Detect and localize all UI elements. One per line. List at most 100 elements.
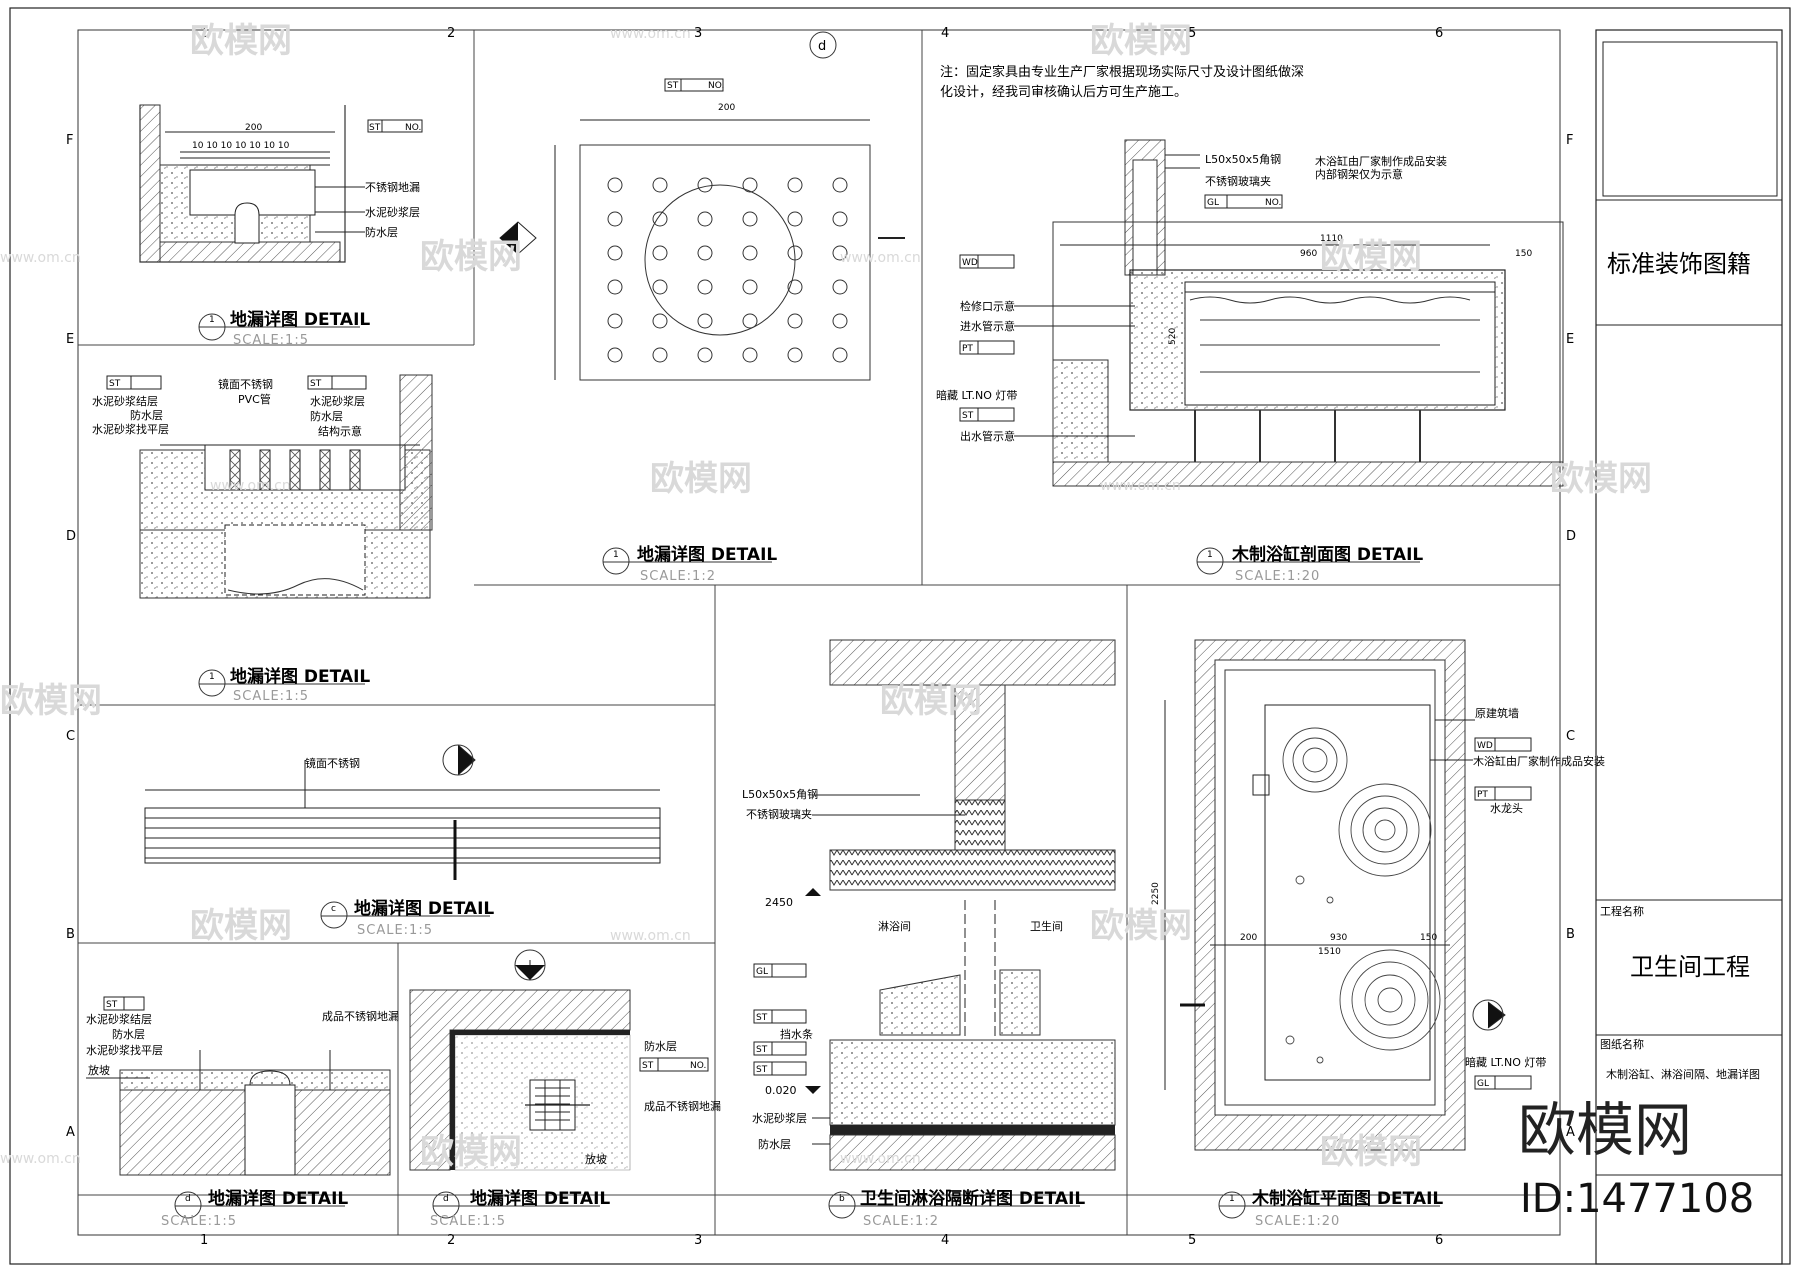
d5-scale: SCALE:1:5 — [357, 923, 433, 938]
drain-hole — [607, 313, 623, 329]
detail-5-title: c 地漏详图 DETAIL SCALE:1:5 — [320, 898, 494, 938]
drain-hole — [742, 347, 758, 363]
d1-tag-no: NO. — [405, 123, 421, 133]
drain-hole — [607, 177, 623, 193]
d4-label-mortar-r: 水泥砂浆层 — [310, 394, 365, 408]
watermark-id: ID:1477108 — [1520, 1176, 1754, 1222]
grid-row-A-left: A — [66, 1125, 75, 1140]
svg-text:欧模网: 欧模网 — [1090, 906, 1192, 946]
svg-text:www.om.cn: www.om.cn — [610, 928, 691, 944]
svg-text:ST: ST — [106, 1000, 118, 1010]
d3-label-inlet: 进水管示意 — [960, 319, 1015, 333]
grid-col-5-top: 5 — [1188, 26, 1196, 41]
watermark-brand: 欧模网 — [1518, 1096, 1692, 1164]
grid-row-C-right: C — [1566, 729, 1575, 744]
d4-label-structure: 结构示意 — [318, 424, 362, 438]
d9-dim-width: 1510 — [1318, 947, 1341, 957]
svg-text:ST: ST — [642, 1061, 654, 1071]
grid-col-6-top: 6 — [1435, 26, 1443, 41]
drain-hole — [652, 211, 668, 227]
svg-text:b: b — [839, 1194, 845, 1204]
detail-8-drawing: 淋浴间 卫生间 L50x50x5角钢 不锈钢玻璃夹 2450 GL ST 挡水条… — [742, 639, 1116, 1171]
detail-9-drawing: 200 930 150 1510 2250 原建筑墙 WD 木浴缸由厂家制作成品… — [1151, 639, 1605, 1151]
svg-text:欧模网: 欧模网 — [420, 237, 522, 277]
d3-label-outlet: 出水管示意 — [960, 429, 1015, 443]
svg-text:ST: ST — [962, 411, 974, 421]
svg-text:欧模网: 欧模网 — [190, 21, 292, 61]
d9-dim-right: 150 — [1420, 933, 1437, 943]
grid-references: 1 2 3 4 5 6 1 2 3 4 5 6 F E D C B A F E … — [66, 26, 1576, 1248]
drain-hole — [652, 245, 668, 261]
svg-text:c: c — [331, 904, 336, 914]
d2-dim-total: 200 — [718, 103, 735, 113]
grid-col-6-bottom: 6 — [1435, 1233, 1443, 1248]
drain-hole — [787, 347, 803, 363]
d6-scale: SCALE:1:5 — [161, 1214, 237, 1229]
drain-hole — [697, 211, 713, 227]
d3-label-access: 检修口示意 — [960, 299, 1015, 313]
d8-level-top: 2450 — [765, 896, 793, 909]
d1-scale: SCALE:1:5 — [233, 333, 309, 348]
svg-text:www.om.cn: www.om.cn — [210, 478, 291, 494]
svg-text:GL: GL — [1477, 1079, 1489, 1089]
d9-label-tub-maker: 木浴缸由厂家制作成品安装 — [1473, 754, 1605, 768]
detail-7-title: d 地漏详图 DETAIL SCALE:1:5 — [430, 1188, 610, 1229]
project-name: 卫生间工程 — [1630, 953, 1750, 981]
grid-col-5-bottom: 5 — [1188, 1233, 1196, 1248]
d7-label-drain: 成品不锈钢地漏 — [644, 1100, 721, 1113]
d4-label-bond: 水泥砂浆结层 — [92, 394, 158, 408]
svg-text:www.om.cn: www.om.cn — [0, 250, 81, 266]
sheet-border — [9, 7, 1791, 1265]
d4-label-level: 水泥砂浆找平层 — [92, 422, 169, 436]
d3-title: 木制浴缸剖面图 DETAIL — [1231, 544, 1423, 565]
svg-text:ST: ST — [756, 1045, 768, 1055]
d1-tag-st: ST — [369, 123, 381, 133]
drain-hole — [787, 177, 803, 193]
detail-4-title: 1 地漏详图 DETAIL SCALE:1:5 — [198, 666, 370, 704]
d2-scale: SCALE:1:2 — [640, 569, 716, 584]
svg-text:ST: ST — [756, 1065, 768, 1075]
d1-label-waterproof: 防水层 — [365, 225, 398, 239]
drain-hole — [787, 245, 803, 261]
drain-hole — [607, 279, 623, 295]
svg-text:www.om.cn: www.om.cn — [840, 250, 921, 266]
d8-scale: SCALE:1:2 — [863, 1214, 939, 1229]
svg-text:GL: GL — [1207, 198, 1219, 208]
svg-text:www.om.cn: www.om.cn — [610, 26, 691, 42]
d4-label-waterproof: 防水层 — [130, 408, 163, 422]
corner-watermark: 欧模网 ID:1477108 — [1518, 1096, 1754, 1222]
d3-label-clamp: 不锈钢玻璃夹 — [1205, 174, 1271, 188]
detail-7-drawing: 防水层 ST NO. 成品不锈钢地漏 放坡 — [409, 949, 721, 1171]
drain-hole — [607, 211, 623, 227]
d9-dim-mid: 930 — [1330, 933, 1347, 943]
svg-text:欧模网: 欧模网 — [0, 681, 102, 721]
d9-scale: SCALE:1:20 — [1255, 1214, 1340, 1229]
detail-1-title: 1 地漏详图 DETAIL SCALE:1:5 — [198, 309, 370, 348]
svg-text:d: d — [185, 1194, 191, 1204]
svg-text:1: 1 — [209, 315, 215, 325]
drain-hole — [742, 279, 758, 295]
detail-2-title: 1 地漏详图 DETAIL SCALE:1:2 — [602, 544, 777, 584]
drain-hole — [607, 245, 623, 261]
svg-text:1: 1 — [613, 550, 619, 560]
drawing-label: 图纸名称 — [1600, 1037, 1644, 1051]
drain-hole — [697, 313, 713, 329]
d4-label-waterproof-r: 防水层 — [310, 409, 343, 423]
svg-text:ST: ST — [109, 379, 121, 389]
grid-row-A-right: A — [1566, 1125, 1575, 1140]
svg-text:10 10 10 10 10 10 10: 10 10 10 10 10 10 10 — [192, 141, 290, 151]
drain-hole — [742, 177, 758, 193]
d9-label-faucet: 水龙头 — [1490, 802, 1523, 815]
general-note-line-2: 化设计，经我司审核确认后方可生产施工。 — [940, 84, 1187, 100]
drain-hole — [787, 313, 803, 329]
svg-text:PT: PT — [962, 344, 973, 354]
drawing-frame — [77, 29, 1561, 1236]
grid-col-1-top: 1 — [200, 26, 208, 41]
drain-hole — [697, 279, 713, 295]
svg-text:WD: WD — [962, 258, 978, 268]
grid-row-E-right: E — [1566, 332, 1574, 347]
svg-text:WD: WD — [1477, 741, 1493, 751]
general-note-line-1: 注：固定家具由专业生产厂家根据现场实际尺寸及设计图纸做深 — [940, 64, 1304, 80]
drain-hole — [832, 245, 848, 261]
drain-hole — [697, 177, 713, 193]
